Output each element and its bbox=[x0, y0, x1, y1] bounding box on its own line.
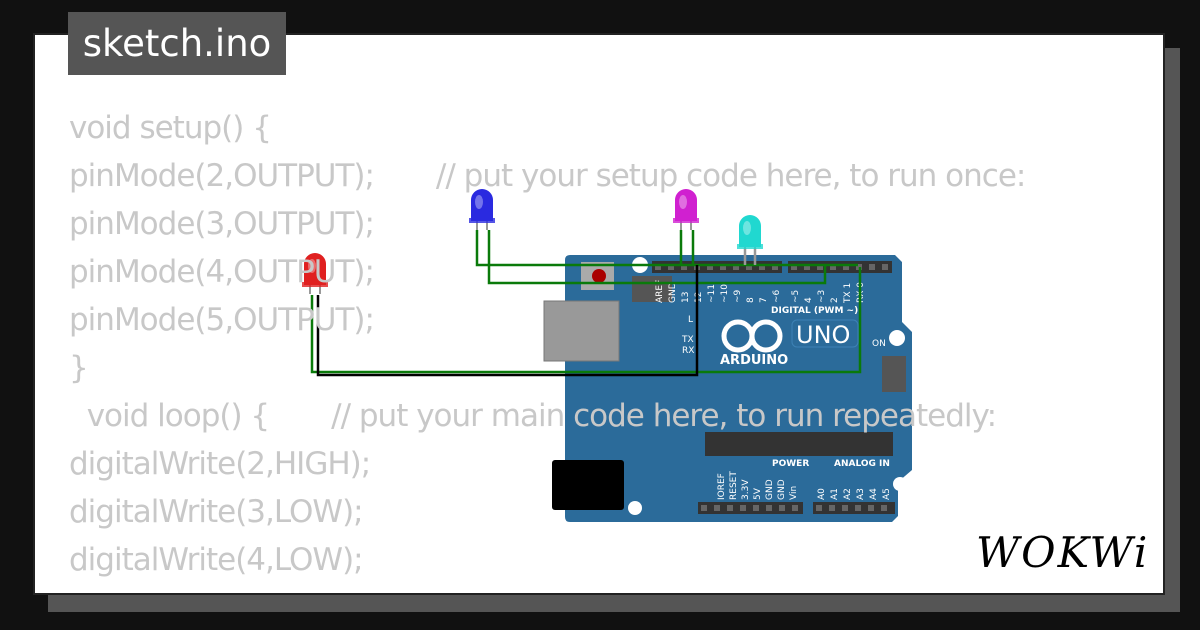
header-pin[interactable] bbox=[792, 505, 798, 511]
on-label: ON bbox=[872, 339, 886, 349]
pin-label: A2 bbox=[843, 488, 853, 500]
pin-label: 8 bbox=[746, 297, 756, 303]
header-pin[interactable] bbox=[882, 264, 888, 270]
header-pin[interactable] bbox=[759, 264, 765, 270]
pin-label: A1 bbox=[830, 488, 840, 500]
code-line: } bbox=[69, 350, 89, 386]
pin-label: 13 bbox=[681, 292, 691, 303]
header-pin[interactable] bbox=[746, 264, 752, 270]
header-pin[interactable] bbox=[655, 264, 661, 270]
header-pin[interactable] bbox=[740, 505, 746, 511]
code-line: digitalWrite(3,LOW); bbox=[69, 494, 364, 530]
pin-label: TX 1 bbox=[843, 283, 853, 304]
pin-label: Vin bbox=[789, 486, 799, 500]
code-listing: void setup() { pinMode(2,OUTPUT); // put … bbox=[69, 104, 1026, 593]
pin-label: AREF bbox=[655, 280, 665, 303]
analog-label: ANALOG IN bbox=[834, 459, 890, 469]
header-pin[interactable] bbox=[668, 264, 674, 270]
wire-red-led[interactable] bbox=[310, 267, 862, 374]
header-pin[interactable] bbox=[791, 264, 797, 270]
header-pin[interactable] bbox=[842, 505, 848, 511]
pin-label: ~5 bbox=[791, 290, 801, 303]
digital-label: DIGITAL (PWM ~) bbox=[771, 306, 858, 316]
pin-label: ~3 bbox=[817, 290, 827, 303]
code-line: void setup() { bbox=[69, 110, 272, 146]
pin-label: 7 bbox=[759, 297, 769, 303]
header-pin[interactable] bbox=[816, 505, 822, 511]
code-line: pinMode(3,OUTPUT); bbox=[69, 206, 375, 242]
header-pin[interactable] bbox=[681, 264, 687, 270]
pin-label: 2 bbox=[830, 297, 840, 303]
wire-blue-led[interactable] bbox=[475, 230, 858, 267]
pin-label: A5 bbox=[882, 488, 892, 500]
header-pin[interactable] bbox=[733, 264, 739, 270]
header-pin[interactable] bbox=[766, 505, 772, 511]
header-pin[interactable] bbox=[881, 505, 887, 511]
red-led[interactable] bbox=[302, 253, 328, 294]
wire-blue-led-2[interactable] bbox=[487, 230, 827, 285]
arduino-uno-board[interactable]: ARDUINO UNO DIGITAL (PWM ~) ON L TX RX P… bbox=[543, 255, 912, 522]
code-line: pinMode(2,OUTPUT); // put your setup cod… bbox=[69, 158, 1026, 194]
pin-label: A4 bbox=[869, 488, 879, 500]
power-label: POWER bbox=[772, 459, 809, 469]
pin-label: RESET bbox=[729, 471, 739, 500]
pin-label: ~10 bbox=[720, 284, 730, 303]
board-brand: ARDUINO bbox=[720, 353, 788, 368]
header-pin[interactable] bbox=[720, 264, 726, 270]
header-pin[interactable] bbox=[727, 505, 733, 511]
header-pin[interactable] bbox=[701, 505, 707, 511]
pin-label: GND bbox=[668, 282, 678, 303]
header-pin[interactable] bbox=[869, 264, 875, 270]
blue-led[interactable] bbox=[469, 189, 495, 230]
header-pin[interactable] bbox=[772, 264, 778, 270]
pin-label: 5V bbox=[753, 487, 763, 500]
header-pin[interactable] bbox=[714, 505, 720, 511]
pin-label: 4 bbox=[804, 297, 814, 303]
wire-ground[interactable] bbox=[316, 265, 699, 377]
header-pin[interactable] bbox=[843, 264, 849, 270]
header-pin[interactable] bbox=[817, 264, 823, 270]
code-line: digitalWrite(4,LOW); bbox=[69, 542, 364, 578]
pin-label: GND bbox=[765, 479, 775, 500]
pin-label: ~11 bbox=[707, 284, 717, 303]
pin-label: IOREF bbox=[717, 473, 727, 500]
tx-label: TX bbox=[681, 335, 694, 345]
purple-led[interactable] bbox=[673, 189, 699, 230]
code-line: pinMode(4,OUTPUT); bbox=[69, 254, 375, 290]
board-model: UNO bbox=[796, 321, 850, 349]
pin-label: GND bbox=[777, 479, 787, 500]
l-label: L bbox=[688, 315, 693, 325]
header-pin[interactable] bbox=[830, 264, 836, 270]
header-pin[interactable] bbox=[779, 505, 785, 511]
code-line: digitalWrite(5,LOW); bbox=[69, 584, 1025, 593]
code-line: digitalWrite(2,HIGH); bbox=[69, 446, 371, 482]
pin-label: ~6 bbox=[772, 289, 782, 303]
rx-label: RX bbox=[682, 346, 694, 356]
header-pin[interactable] bbox=[753, 505, 759, 511]
header-pin[interactable] bbox=[868, 505, 874, 511]
code-area: void setup() { pinMode(2,OUTPUT); // put … bbox=[35, 35, 1163, 593]
cyan-led[interactable] bbox=[737, 215, 763, 256]
pin-label: A3 bbox=[856, 488, 866, 500]
pin-label: A0 bbox=[817, 488, 827, 500]
header-pin[interactable] bbox=[855, 505, 861, 511]
pin-label: 12 bbox=[694, 292, 704, 303]
file-name-tab: sketch.ino bbox=[68, 12, 286, 75]
pin-label: ~9 bbox=[733, 289, 743, 303]
pin-label: 3.3V bbox=[741, 479, 751, 500]
wokwi-logo: WOKWi bbox=[976, 528, 1150, 577]
header-pin[interactable] bbox=[829, 505, 835, 511]
header-pin[interactable] bbox=[804, 264, 810, 270]
header-pin[interactable] bbox=[707, 264, 713, 270]
wires bbox=[310, 230, 862, 377]
code-line: void loop() { // put your main code here… bbox=[69, 398, 997, 434]
code-line: pinMode(5,OUTPUT); bbox=[69, 302, 375, 338]
